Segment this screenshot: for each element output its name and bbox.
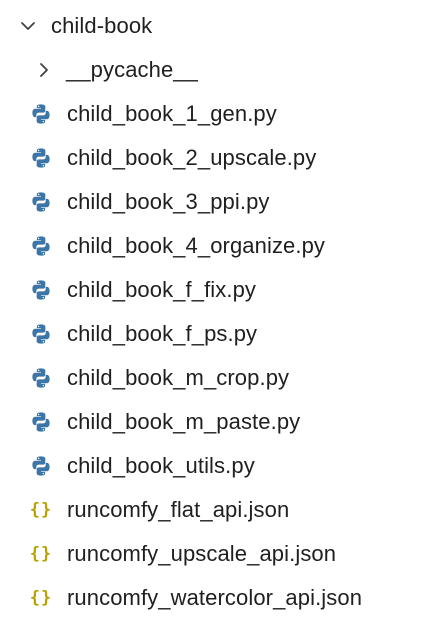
file-name: child_book_3_ppi.py <box>67 189 270 214</box>
file-row[interactable]: child_book_f_ps.py <box>0 312 440 356</box>
json-icon: {} <box>29 500 53 520</box>
folder-row-pycache[interactable]: __pycache__ <box>0 48 440 92</box>
file-row[interactable]: {} runcomfy_upscale_api.json <box>0 532 440 576</box>
folder-name: __pycache__ <box>66 57 198 82</box>
file-row[interactable]: child_book_3_ppi.py <box>0 180 440 224</box>
python-icon <box>30 147 52 169</box>
file-name: child_book_m_crop.py <box>67 365 290 390</box>
chevron-down-icon[interactable] <box>18 16 38 36</box>
file-name: child_book_utils.py <box>67 453 255 478</box>
json-icon: {} <box>29 544 53 564</box>
file-name: runcomfy_watercolor_api.json <box>67 585 363 610</box>
file-name: child_book_2_upscale.py <box>67 145 317 170</box>
file-row[interactable]: child_book_utils.py <box>0 444 440 488</box>
file-name: child_book_1_gen.py <box>67 101 277 126</box>
folder-row-child-book[interactable]: child-book <box>0 4 440 48</box>
file-name: child_book_f_fix.py <box>67 277 257 302</box>
file-row[interactable]: {} runcomfy_watercolor_api.json <box>0 576 440 620</box>
file-row[interactable]: child_book_f_fix.py <box>0 268 440 312</box>
file-name: runcomfy_upscale_api.json <box>67 541 337 566</box>
file-row[interactable]: child_book_2_upscale.py <box>0 136 440 180</box>
file-row[interactable]: child_book_m_crop.py <box>0 356 440 400</box>
file-name: runcomfy_flat_api.json <box>67 497 290 522</box>
file-name: child_book_m_paste.py <box>67 409 301 434</box>
python-icon <box>30 411 52 433</box>
file-row[interactable]: child_book_1_gen.py <box>0 92 440 136</box>
file-row[interactable]: {} runcomfy_flat_api.json <box>0 488 440 532</box>
file-name: child_book_f_ps.py <box>67 321 258 346</box>
chevron-right-icon[interactable] <box>34 60 54 80</box>
python-icon <box>30 279 52 301</box>
python-icon <box>30 103 52 125</box>
folder-name: child-book <box>51 13 153 38</box>
python-icon <box>30 235 52 257</box>
python-icon <box>30 367 52 389</box>
python-icon <box>30 455 52 477</box>
python-icon <box>30 323 52 345</box>
file-row[interactable]: child_book_4_organize.py <box>0 224 440 268</box>
file-row[interactable]: child_book_m_paste.py <box>0 400 440 444</box>
python-icon <box>30 191 52 213</box>
json-icon: {} <box>29 588 53 608</box>
file-name: child_book_4_organize.py <box>67 233 326 258</box>
